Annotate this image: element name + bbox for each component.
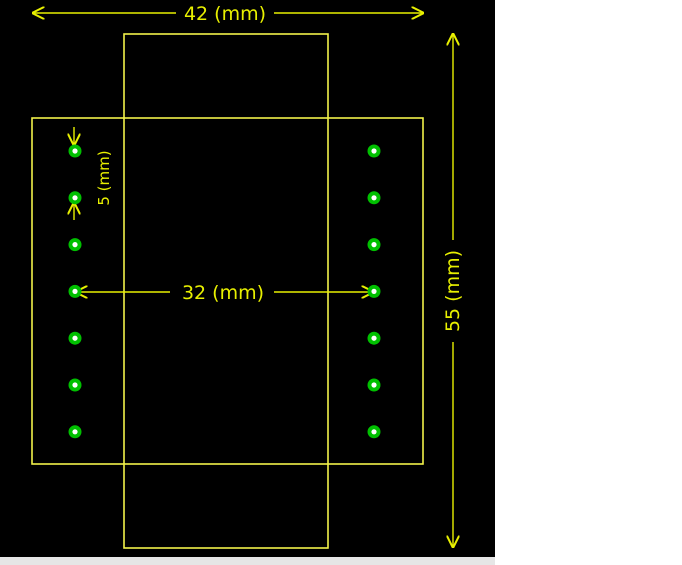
pad-hole <box>72 148 78 154</box>
pad-frame-outline <box>31 117 424 465</box>
bottom-strip <box>0 557 495 565</box>
pitch-dimension-label: 5 (mm) <box>95 150 113 205</box>
pad-hole <box>72 335 78 341</box>
pad-hole <box>371 242 377 248</box>
pad-hole <box>72 288 78 294</box>
pad-hole <box>72 429 78 435</box>
pad-hole <box>72 382 78 388</box>
pad-group <box>68 144 381 439</box>
pad-hole <box>371 148 377 154</box>
pad-hole <box>371 429 377 435</box>
pad-hole <box>72 242 78 248</box>
pad-hole <box>371 335 377 341</box>
pad-hole <box>371 288 377 294</box>
pcb-canvas: 42 (mm) 55 (mm) 5 (mm) 32 (mm) <box>0 0 495 557</box>
pad-hole <box>72 195 78 201</box>
height-dimension-label: 55 (mm) <box>442 250 464 332</box>
pad-hole <box>371 195 377 201</box>
footprint-drawing: 42 (mm) 55 (mm) 5 (mm) 32 (mm) <box>31 3 464 549</box>
pad-hole <box>371 382 377 388</box>
width-dimension-label: 42 (mm) <box>184 3 266 25</box>
row-spacing-dimension-label: 32 (mm) <box>182 282 264 304</box>
body-outline <box>123 33 329 549</box>
